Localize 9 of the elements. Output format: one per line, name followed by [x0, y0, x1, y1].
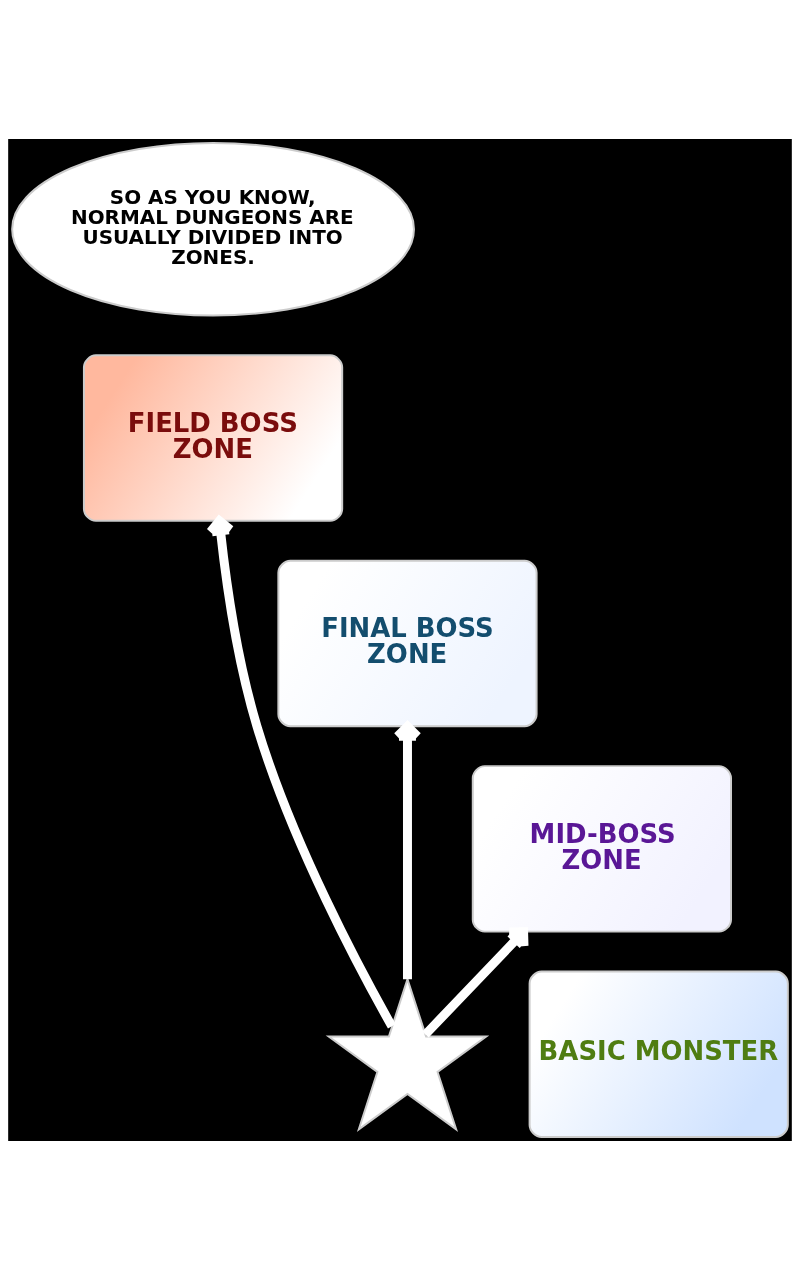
node-box: FINAL BOSS ZONE: [277, 559, 538, 728]
arrow: [392, 721, 423, 980]
node-box: BASIC MONSTER: [528, 970, 789, 1138]
node-box: MID-BOSS ZONE: [471, 765, 732, 933]
arrow: [422, 927, 529, 1038]
node-star: [325, 976, 490, 1132]
node-box: FIELD BOSS ZONE: [82, 354, 344, 522]
node-ellipse: SO AS YOU KNOW, NORMAL DUNGEONS ARE USUALLY DIVIDED INTO ZONES.: [11, 142, 415, 317]
arrow: [205, 516, 396, 1029]
